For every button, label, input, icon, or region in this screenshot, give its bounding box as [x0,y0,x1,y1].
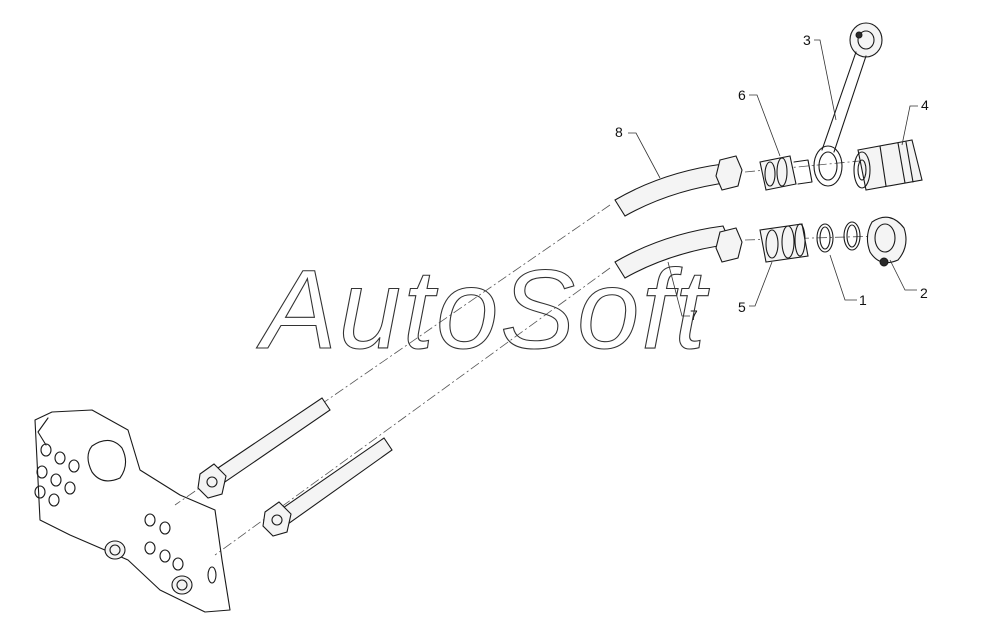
callout-2: 2 [920,285,928,301]
hose-upper [614,155,743,217]
seal-rings [816,221,861,253]
leader-4 [901,105,918,146]
bracket-fittings [104,540,193,595]
coupler-socket [853,139,923,191]
leader-8 [628,132,661,179]
protective-cap [866,216,907,267]
callout-leaders [628,39,918,317]
callout-4: 4 [921,97,929,113]
callout-6: 6 [738,87,746,103]
leader-2 [889,259,917,291]
callout-labels: 1 2 3 4 5 6 7 8 [615,32,929,323]
adapter-fitting [759,155,813,191]
leader-5 [749,261,773,307]
bracket-holes [34,443,217,584]
callout-5: 5 [738,299,746,315]
callout-8: 8 [615,124,623,140]
long-tubes [197,397,393,537]
coupler-nipple [759,223,809,263]
callout-1: 1 [859,292,867,308]
axis-lower [214,267,611,556]
dust-cap-with-strap [813,22,883,187]
watermark-text: AutoSoft [256,247,710,372]
leader-6 [749,94,781,157]
hose-lower [614,225,743,279]
leader-7 [667,261,690,317]
leader-3 [814,39,837,121]
mounting-bracket [34,409,231,613]
leader-1 [829,254,857,301]
callout-3: 3 [803,32,811,48]
callout-7: 7 [690,307,698,323]
